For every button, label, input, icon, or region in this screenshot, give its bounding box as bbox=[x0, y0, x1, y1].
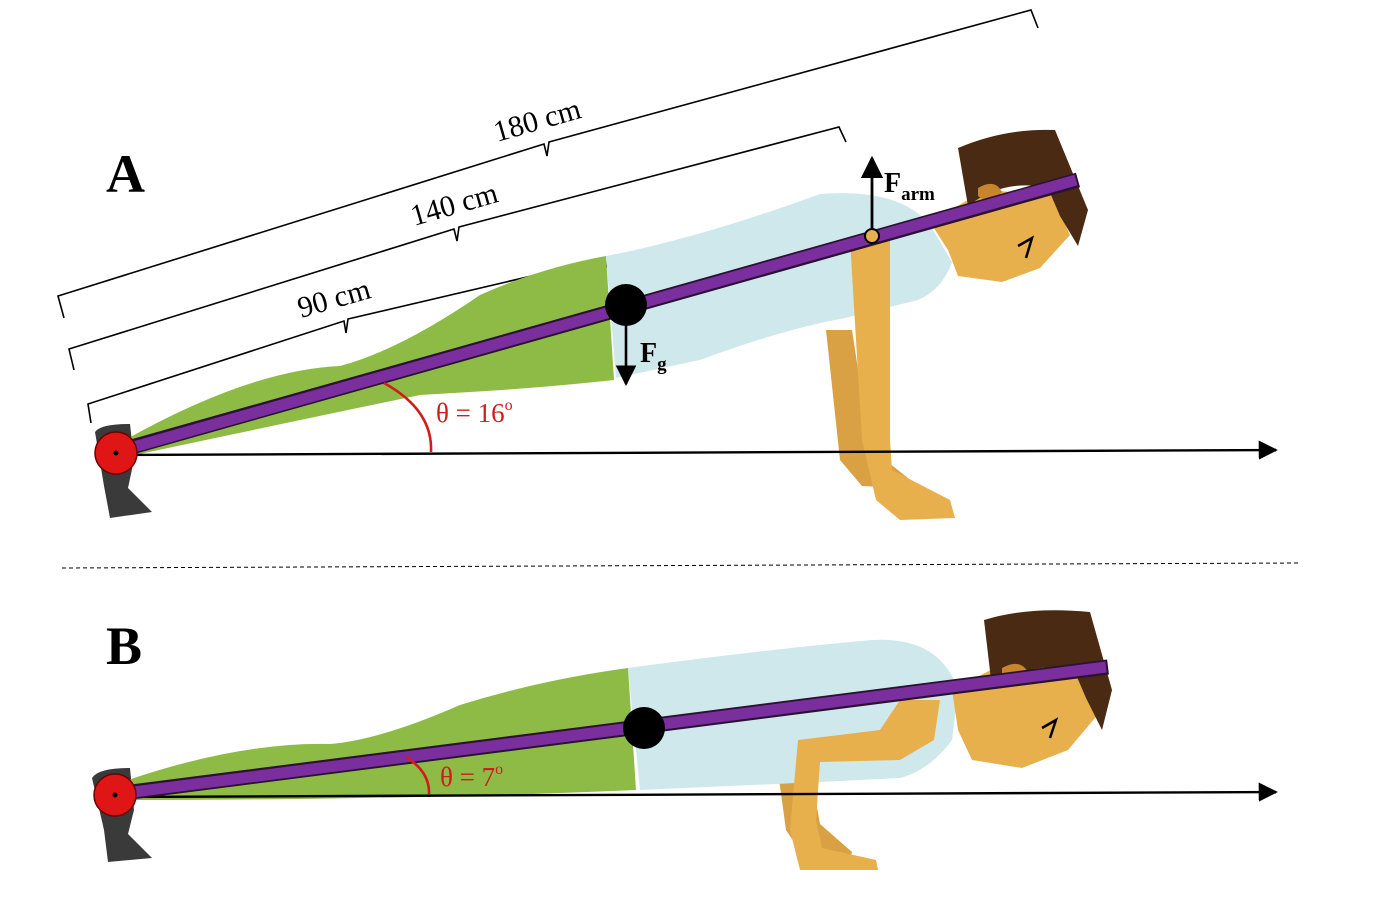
dimension-label-180cm: 180 cm bbox=[490, 92, 585, 148]
front-arm-b bbox=[790, 700, 940, 870]
center-of-mass-a bbox=[605, 284, 647, 326]
ground-axis-b bbox=[117, 782, 1278, 802]
panel-a-label: A bbox=[106, 144, 145, 204]
ground-axis-a bbox=[117, 440, 1278, 460]
body-segment-b-fill bbox=[117, 661, 1107, 800]
eye-a bbox=[1017, 235, 1035, 259]
back-arm-a bbox=[826, 330, 908, 488]
bracket-140cm bbox=[68, 126, 847, 371]
front-arm-a bbox=[850, 240, 955, 520]
bracket-180cm bbox=[57, 9, 1039, 319]
legs-a bbox=[125, 256, 614, 456]
panel-separator bbox=[61, 562, 1301, 569]
angle-arc-a bbox=[383, 381, 433, 453]
person-figure-b bbox=[92, 610, 1112, 870]
hair-a bbox=[958, 129, 1088, 246]
angle-arc-b bbox=[405, 755, 431, 795]
body-segment-a-fill bbox=[114, 174, 1078, 458]
pivot-center-b bbox=[112, 792, 118, 798]
dimension-label-140cm: 140 cm bbox=[407, 176, 502, 232]
panel-b: B θ = 7o bbox=[92, 610, 1278, 870]
force-arm-label: Farm bbox=[884, 168, 935, 205]
dimension-label-90cm: 90 cm bbox=[294, 273, 374, 325]
angle-label-a: θ = 16o bbox=[436, 397, 513, 428]
hair-b bbox=[984, 610, 1112, 730]
panel-a: A 180 cm 140 cm 90 cm bbox=[57, 9, 1278, 520]
eye-b bbox=[1041, 717, 1059, 739]
pivot-center-a bbox=[113, 450, 119, 456]
panel-b-label: B bbox=[106, 616, 142, 676]
angle-label-b: θ = 7o bbox=[440, 761, 503, 792]
force-gravity-label: Fg bbox=[640, 338, 667, 375]
shirt-a bbox=[606, 193, 952, 378]
shoulder-joint-a bbox=[864, 228, 880, 244]
legs-b bbox=[128, 668, 636, 800]
center-of-mass-b bbox=[623, 707, 665, 749]
